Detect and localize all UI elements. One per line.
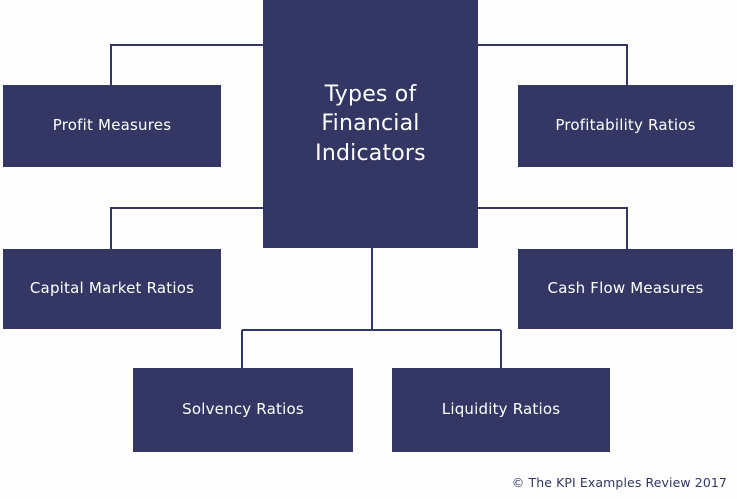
node-root-label-line-3: Indicators xyxy=(315,140,426,166)
connector-root-to-profitability-ratios xyxy=(478,44,628,85)
node-liquidity-ratios-label: Liquidity Ratios xyxy=(441,400,561,419)
node-capital-market-ratios-label: Capital Market Ratios xyxy=(29,279,195,298)
connector-root-to-capital-market-ratios xyxy=(110,207,263,249)
node-capital-market-ratios[interactable]: Capital Market Ratios xyxy=(3,249,221,329)
node-profit-measures-label: Profit Measures xyxy=(52,116,172,135)
node-cash-flow-measures[interactable]: Cash Flow Measures xyxy=(518,249,733,329)
node-profitability-ratios-label: Profitability Ratios xyxy=(555,116,696,135)
node-solvency-ratios-label: Solvency Ratios xyxy=(182,400,304,419)
node-profit-measures[interactable]: Profit Measures xyxy=(3,85,221,167)
connector-root-to-cash-flow-measures xyxy=(478,207,628,249)
node-root-label-line-2: Financial xyxy=(321,111,420,137)
connector-root-to-profit-measures xyxy=(110,44,263,85)
node-profitability-ratios[interactable]: Profitability Ratios xyxy=(518,85,733,167)
node-cash-flow-measures-label: Cash Flow Measures xyxy=(547,279,704,298)
node-root-label-line-1: Types of xyxy=(324,82,417,108)
node-root-label: Types of Financial Indicators xyxy=(315,80,426,167)
node-types-of-financial-indicators[interactable]: Types of Financial Indicators xyxy=(263,0,478,248)
node-solvency-ratios[interactable]: Solvency Ratios xyxy=(133,368,353,452)
node-liquidity-ratios[interactable]: Liquidity Ratios xyxy=(392,368,610,452)
copyright-notice: © The KPI Examples Review 2017 xyxy=(511,475,727,490)
